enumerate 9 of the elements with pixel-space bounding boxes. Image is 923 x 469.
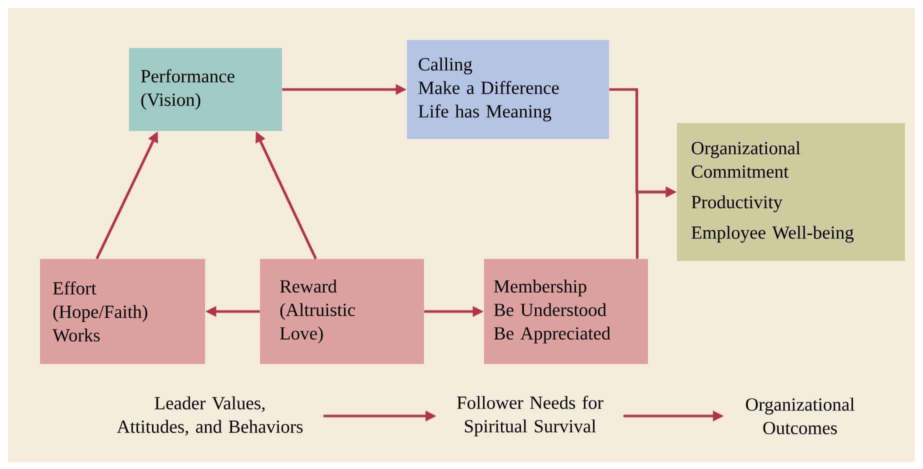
process-box: Effort (Hope/Faith) Works — [40, 259, 205, 364]
process-box: Reward (Altruistic Love) — [260, 259, 424, 364]
stage-label: Follower Needs for Spiritual Survival — [457, 396, 604, 436]
process-box: Membership Be Understood Be Appreciated — [484, 259, 648, 364]
process-box: Performance (Vision) — [129, 48, 282, 131]
process-box: Organizational Commitment Productivity Employee Well-being — [677, 123, 905, 261]
process-box: Calling Make a Difference Life has Meaning — [407, 40, 609, 139]
stage-label: Organizational Outcomes — [746, 398, 854, 434]
stage-label: Leader Values, Attitudes, and Behaviors — [116, 396, 303, 436]
